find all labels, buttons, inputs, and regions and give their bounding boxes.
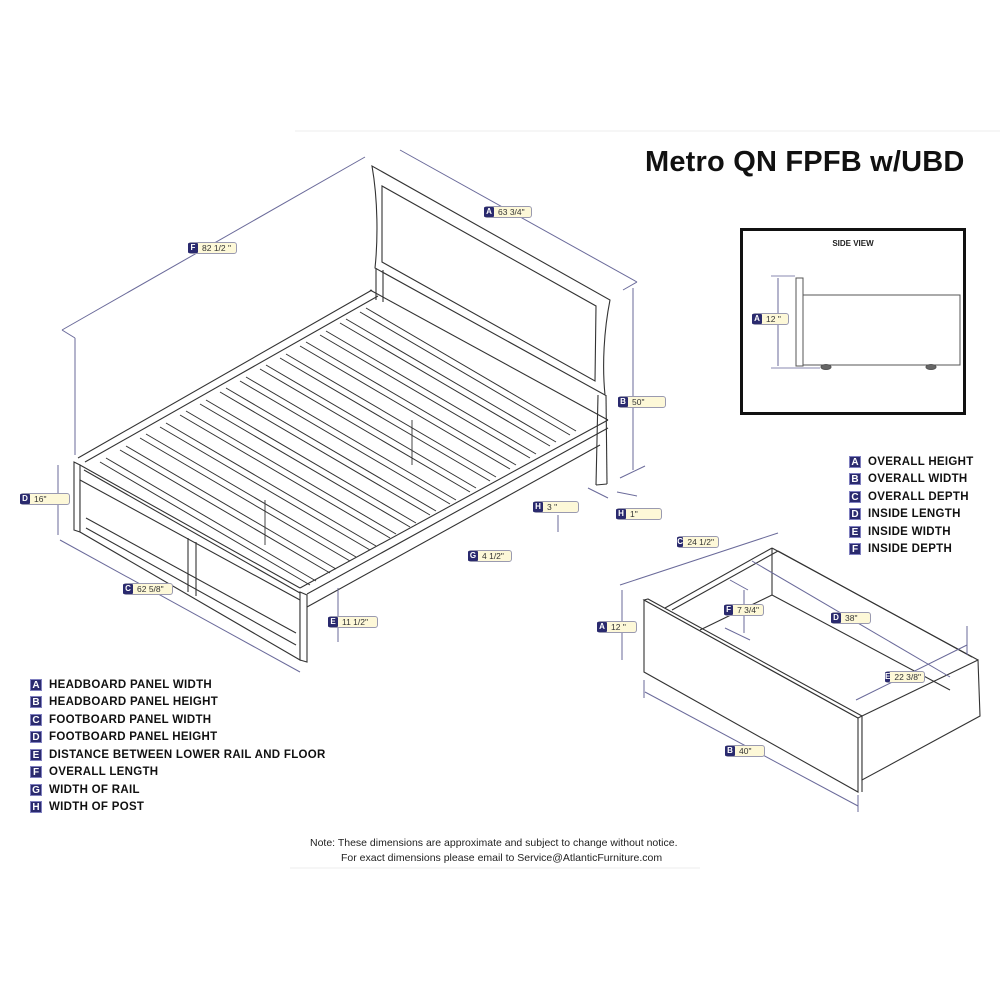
side-view-drawing — [771, 275, 961, 370]
tag-value: 12 " — [611, 622, 626, 632]
side-view-panel: SIDE VIEW — [740, 228, 966, 415]
tag-value: 24 1/2" — [687, 537, 714, 547]
badge-a: A — [752, 314, 762, 324]
tag-value: 4 1/2" — [482, 551, 504, 561]
tag-value: 63 3/4" — [498, 207, 525, 217]
side-view-title: SIDE VIEW — [832, 239, 874, 248]
page-title: Metro QN FPFB w/UBD — [645, 146, 965, 178]
tag-value: 40" — [739, 746, 752, 756]
tag-value: 62 5/8" — [137, 584, 164, 594]
tag-value: 82 1/2 " — [202, 243, 232, 253]
tag-value: 50" — [632, 397, 645, 407]
tag-value: 11 1/2" — [342, 617, 369, 627]
tag-value: 3 " — [547, 502, 558, 512]
bed-drawing — [73, 164, 611, 663]
note-line-2: For exact dimensions please email to Ser… — [341, 852, 663, 864]
tag-value: 1" — [630, 509, 638, 519]
tag-value: 38" — [845, 613, 858, 623]
side-view-height-tag: A 12 " — [752, 313, 789, 325]
tag-value: 16" — [34, 494, 47, 504]
tag-value: 22 3/8" — [894, 672, 921, 682]
tag-value: 7 3/4" — [737, 605, 759, 615]
tag-value: 12 " — [766, 314, 781, 324]
disclaimer-note: Note: These dimensions are approximate a… — [310, 836, 678, 866]
note-line-1: Note: These dimensions are approximate a… — [310, 837, 678, 849]
drawer-drawing — [642, 547, 981, 793]
